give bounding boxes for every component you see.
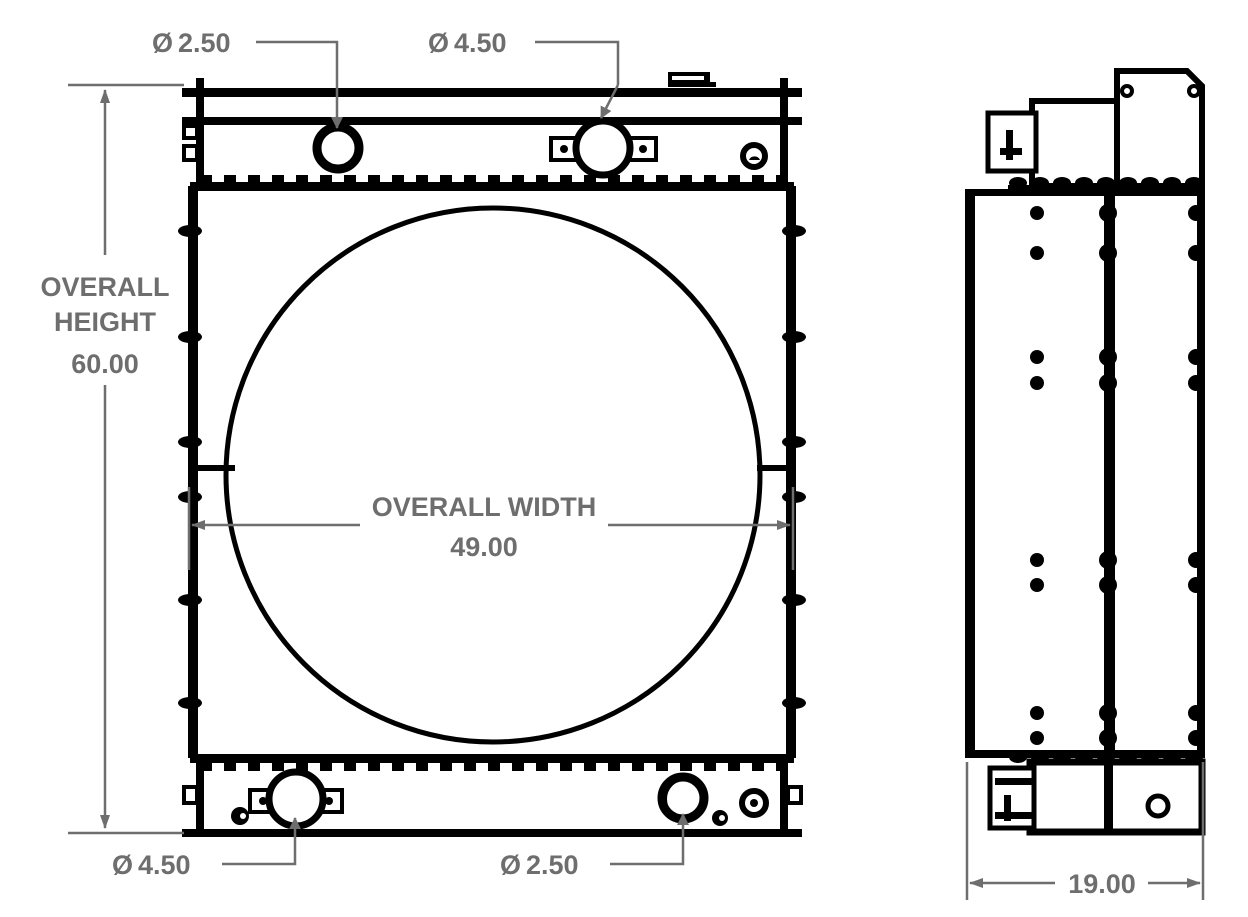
depth-value: 19.00 bbox=[1068, 869, 1136, 899]
side-core-top-serrations bbox=[1009, 177, 1203, 189]
callout-bottom-left-4-50: Ø 4.50 bbox=[112, 817, 301, 880]
side-body-mid-rail bbox=[1104, 189, 1115, 757]
overall-height-value: 60.00 bbox=[71, 349, 139, 379]
dim-depth: 19.00 bbox=[965, 762, 1205, 900]
core-bottom-serrations bbox=[200, 763, 788, 771]
filler-cap bbox=[668, 72, 716, 87]
bottom-left-bracket bbox=[182, 785, 199, 805]
side-lower-tank-port bbox=[1145, 793, 1171, 819]
callout-leader-tr bbox=[535, 40, 620, 85]
top-inlet-4-50 bbox=[549, 117, 658, 179]
side-step-body bbox=[1029, 98, 1120, 189]
bottom-right-port bbox=[739, 788, 769, 818]
core-mid-line-right bbox=[757, 465, 795, 471]
overall-width-value: 49.00 bbox=[450, 532, 518, 562]
callout-symbol-bl: Ø bbox=[112, 850, 133, 880]
overall-width-label: OVERALL WIDTH bbox=[372, 492, 597, 522]
top-rail-left-stub bbox=[182, 88, 198, 97]
side-step-block bbox=[1029, 98, 1120, 189]
side-lower-tank-divider bbox=[1104, 762, 1113, 832]
top-tank-right-wall bbox=[780, 78, 788, 186]
overall-height-label-2: HEIGHT bbox=[54, 307, 157, 337]
top-rail-left-stub-2 bbox=[182, 117, 198, 125]
side-upper-tank bbox=[1114, 68, 1205, 189]
callout-top-left-2-50: Ø 2.50 bbox=[152, 28, 343, 129]
top-rail-right-stub bbox=[786, 88, 802, 97]
callout-top-right-4-50: Ø 4.50 bbox=[428, 28, 620, 119]
callout-bottom-right-2-50: Ø 2.50 bbox=[500, 813, 689, 880]
callout-value-bl: 4.50 bbox=[138, 850, 191, 880]
top-small-port bbox=[740, 142, 768, 170]
side-lower-tank-body bbox=[1026, 758, 1206, 836]
callout-value-br: 2.50 bbox=[526, 850, 579, 880]
dim-overall-width: OVERALL WIDTH 49.00 bbox=[187, 487, 795, 570]
callout-arrow-tr bbox=[599, 84, 620, 119]
bottom-right-small-plug bbox=[712, 810, 728, 826]
callout-value-tr: 4.50 bbox=[454, 28, 507, 58]
bottom-left-small-plug bbox=[231, 807, 249, 825]
callout-leader-bl bbox=[222, 845, 297, 866]
callout-symbol-tr: Ø bbox=[428, 28, 449, 58]
fan-shroud-circle bbox=[223, 205, 763, 745]
callout-leader-tl bbox=[256, 40, 339, 104]
bottom-tank-floor bbox=[198, 829, 786, 837]
side-right-edge-dots bbox=[1188, 205, 1204, 746]
top-rail-right-stub-2 bbox=[786, 117, 802, 125]
core-right-tabs bbox=[782, 225, 806, 709]
side-mid-rail-dots bbox=[1099, 204, 1117, 747]
side-view bbox=[965, 68, 1206, 836]
top-tank-left-wall bbox=[196, 78, 204, 186]
callout-value-tl: 2.50 bbox=[178, 28, 231, 58]
side-top-fitting bbox=[985, 110, 1039, 174]
side-tank-bolt-right bbox=[1187, 84, 1201, 98]
radiator-core bbox=[178, 186, 806, 758]
callout-symbol-br: Ø bbox=[500, 850, 521, 880]
core-left-rail bbox=[188, 186, 198, 758]
dim-overall-height: OVERALL HEIGHT 60.00 bbox=[40, 83, 184, 835]
overall-height-label-1: OVERALL bbox=[40, 272, 169, 302]
dimension-layer: OVERALL HEIGHT 60.00 OVERALL WIDTH 49.00… bbox=[40, 28, 1205, 900]
side-bottom-fitting bbox=[987, 765, 1037, 831]
core-mid-line-left bbox=[190, 465, 235, 471]
core-bottom-edge bbox=[190, 754, 794, 763]
side-body-left-edge bbox=[965, 189, 975, 757]
bottom-tank-right-wall bbox=[780, 758, 788, 836]
top-rail-lower bbox=[198, 117, 786, 125]
core-right-rail bbox=[786, 186, 796, 758]
bottom-floor-right-stub bbox=[786, 829, 802, 837]
bottom-tank bbox=[182, 754, 803, 837]
core-top-serrations bbox=[200, 175, 788, 183]
side-rivet-dots bbox=[1030, 206, 1044, 745]
bottom-floor-left-stub bbox=[182, 829, 198, 837]
side-body-right-edge bbox=[1197, 189, 1205, 757]
callout-symbol-tl: Ø bbox=[152, 28, 173, 58]
top-rail-upper bbox=[198, 88, 786, 97]
side-lower-tank bbox=[1026, 758, 1206, 836]
front-view bbox=[178, 72, 806, 837]
side-tank-bolt-left bbox=[1120, 84, 1134, 98]
left-bracket-upper bbox=[182, 124, 199, 140]
bottom-tank-left-wall bbox=[196, 758, 204, 836]
left-bracket-lower bbox=[182, 144, 199, 162]
callout-leader-br bbox=[610, 840, 685, 866]
core-top-edge bbox=[190, 182, 794, 191]
bottom-right-bracket bbox=[786, 785, 803, 805]
side-body-top-line bbox=[965, 189, 1205, 196]
